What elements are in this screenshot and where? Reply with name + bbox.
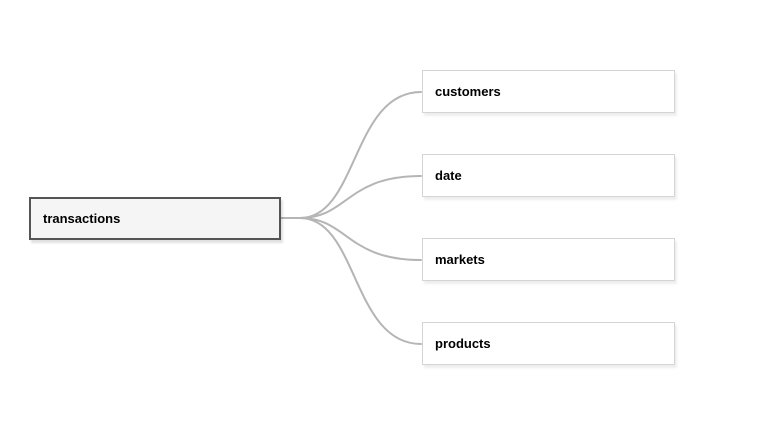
child-node-label: date	[435, 168, 462, 183]
root-node-label: transactions	[43, 211, 121, 226]
root-node-transactions[interactable]: transactions	[29, 197, 281, 240]
edge-transactions-products[interactable]	[280, 217, 422, 345]
edge-transactions-date[interactable]	[280, 175, 422, 219]
child-node-customers[interactable]: customers	[422, 70, 675, 113]
edge-transactions-customers[interactable]	[280, 91, 422, 219]
child-node-markets[interactable]: markets	[422, 238, 675, 281]
edge-transactions-markets[interactable]	[280, 217, 422, 261]
child-node-label: products	[435, 336, 491, 351]
child-node-label: markets	[435, 252, 485, 267]
child-node-products[interactable]: products	[422, 322, 675, 365]
child-node-label: customers	[435, 84, 501, 99]
child-node-date[interactable]: date	[422, 154, 675, 197]
